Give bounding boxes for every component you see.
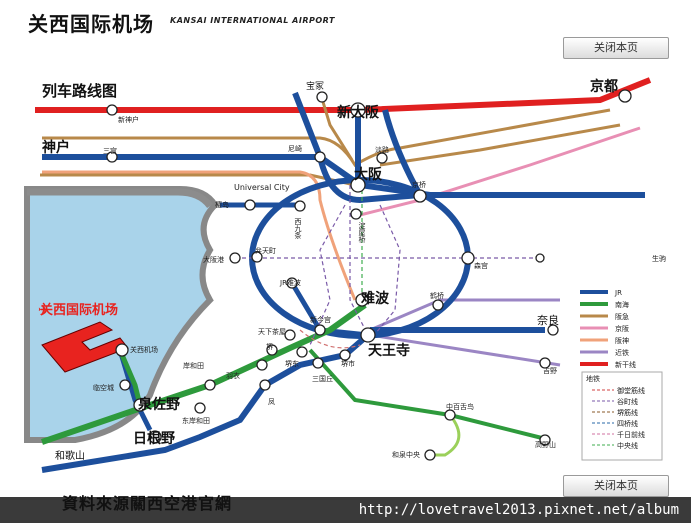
label-nishikujo: 西九条 (294, 218, 302, 239)
label-kyoto: 京都 (590, 78, 618, 95)
airport-label: 关西国际机场 (40, 302, 118, 318)
label-universal-city: Universal City (234, 183, 290, 192)
label-sakaihigashi: 堺东 (285, 359, 299, 368)
label-sakaishi: 堺市 (341, 359, 355, 368)
jr-hanwa-line (41, 332, 370, 473)
label-1: 南海 (615, 300, 629, 309)
source-note: 資料來源關西空港官網 (62, 494, 233, 513)
label-amagasaki: 尼崎 (288, 144, 302, 153)
label-hineno: 日根野 (133, 430, 175, 447)
map-title: 列车路线图 (42, 82, 118, 100)
label-izumichuo: 和泉中央 (392, 450, 420, 459)
label-hagoromo: 羽衣 (226, 371, 240, 380)
footer-bar (0, 497, 691, 523)
label-kishiwada: 岸和田 (183, 361, 204, 370)
label-nakamozu: 中百舌鸟 (446, 402, 474, 411)
label-1: 谷町线 (617, 397, 638, 406)
label-sakai: 堺 (266, 342, 273, 351)
label-2: 堺筋线 (617, 408, 638, 417)
label-kyobashi: 京桥 (412, 180, 426, 189)
route-map: 关西国际机场 ✈ 新神户 宝冢 三宫 尼崎 淡路 京桥 Universal Ci… (24, 77, 666, 473)
close-page-button[interactable]: 关闭本页 (563, 37, 669, 59)
label-shin-osaka: 新大阪 (337, 104, 380, 121)
page-title: 关西国际机场 (28, 12, 154, 36)
subway-lines (235, 185, 540, 346)
label-ikoma: 生驹 (652, 254, 666, 263)
label-higashikishiwada: 东岸和田 (182, 416, 210, 425)
close-page-button-bottom[interactable]: 关闭本页 (563, 475, 669, 497)
label-awaji: 淡路 (375, 145, 389, 154)
label-sannomiya: 三宫 (103, 146, 117, 155)
label-subway-title: 地铁 (586, 374, 600, 383)
label-wakayamashi: 和歌山 (55, 449, 85, 462)
label-namba: 难波 (360, 290, 390, 307)
label-sakurajima: 樱岛 (215, 200, 229, 209)
label-tennoji: 天王寺 (368, 343, 410, 359)
label-takarazuka: 宝冢 (306, 80, 324, 92)
label-koyasan: 高野山 (535, 440, 556, 449)
label-otori: 凤 (268, 398, 275, 406)
label-4: 千日前线 (617, 430, 645, 439)
svg-text:✈: ✈ (38, 303, 49, 318)
hanshin-line (42, 170, 357, 301)
page-subtitle: KANSAI INTERNATIONAL AIRPORT (170, 16, 335, 25)
label-kansai-airport-station: 关西机场 (130, 345, 158, 354)
label-6: 新干线 (615, 360, 636, 369)
label-nara: 奈良 (537, 313, 559, 327)
map-legend (580, 290, 663, 461)
label-3: 京阪 (615, 324, 629, 333)
label-4: 阪神 (615, 336, 629, 345)
footer-url[interactable]: http://lovetravel2013.pixnet.net/album (358, 502, 679, 518)
label-bentencho: 弁天町 (255, 246, 276, 255)
label-yodoyabashi: 淀屋桥 (358, 221, 366, 244)
label-mikunigaoka: 三国丘 (312, 374, 333, 383)
label-izumisano: 泉佐野 (138, 396, 180, 413)
label-tsuruhashi: 鹤桥 (430, 291, 444, 300)
label-0: JR (614, 289, 622, 297)
osaka-bay (24, 186, 219, 443)
label-jr-namba: JR难波 (279, 278, 301, 287)
label-kobe: 神户 (42, 139, 70, 156)
label-rinku-town: 临空城 (93, 383, 114, 392)
label-yoshino: 吉野 (543, 367, 557, 375)
label-5: 中央线 (617, 441, 638, 450)
label-2: 阪急 (615, 312, 629, 321)
label-osaka: 大阪 (354, 166, 383, 183)
label-tengachaya: 天下茶屋 (258, 327, 286, 336)
nankai-line (41, 302, 367, 445)
label-5: 近铁 (615, 348, 629, 357)
label-morinomiya: 森宫 (474, 261, 488, 270)
label-shin-imamiya: 新今宫 (310, 315, 331, 324)
label-osakako: 大阪港 (203, 255, 224, 264)
label-shin-kobe: 新神户 (118, 115, 139, 124)
airport-island (41, 321, 129, 373)
station-markers (106, 89, 632, 461)
label-3: 四桥线 (617, 419, 638, 428)
label-0: 御堂筋线 (617, 386, 645, 395)
keihan-line (359, 126, 641, 217)
